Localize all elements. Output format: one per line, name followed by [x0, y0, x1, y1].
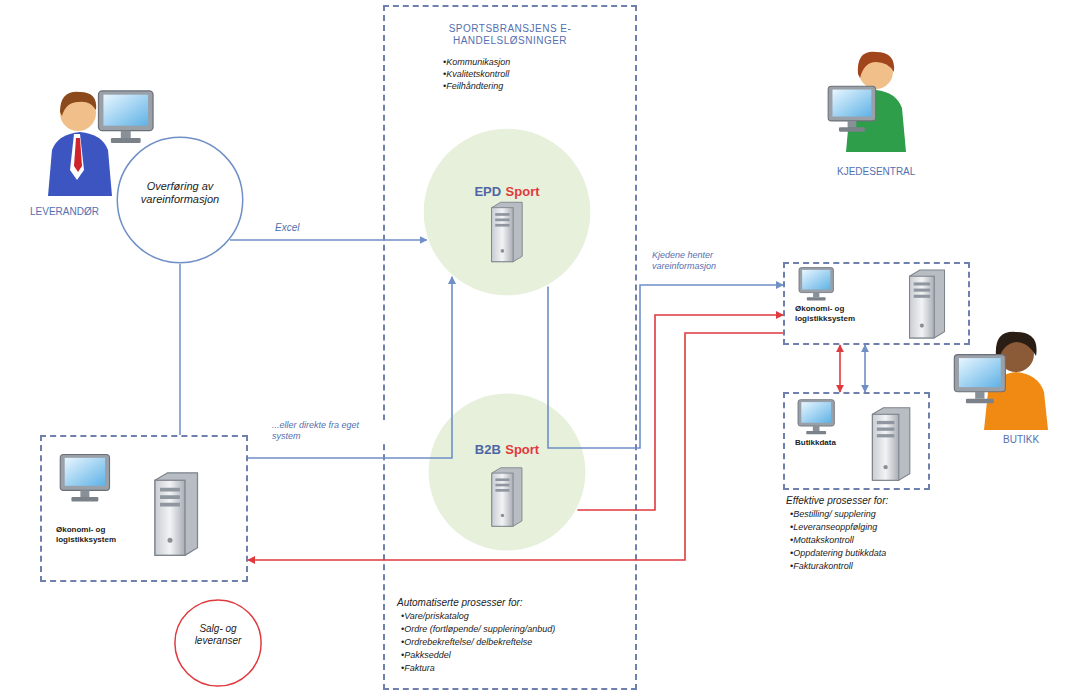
- node-text: •Pakkseddel: [401, 650, 629, 661]
- note-item: •Mottakskontroll: [790, 535, 990, 546]
- note-item: •Oppdatering butikkdata: [790, 548, 990, 559]
- node-text: •Faktura: [401, 663, 629, 674]
- note-item: •Leveranseoppfølging: [790, 522, 990, 533]
- server-icon: [492, 202, 523, 261]
- system-name: Sport: [506, 184, 540, 199]
- system-name: EPD: [474, 184, 501, 199]
- server-icon: [492, 468, 522, 526]
- flow-arrow: [864, 345, 866, 392]
- person-icon: [954, 332, 1048, 430]
- flow-arrow: [548, 285, 783, 448]
- node-text: Økonomi- og logistikksystem: [795, 304, 879, 323]
- connector-line: [179, 264, 181, 435]
- node-text: SPORTSBRANSJENS E-HANDELSLØSNINGER: [425, 23, 595, 47]
- node-text: Økonomi- og logistikksystem: [56, 525, 140, 544]
- node-text: Overføring av vareinformasjon: [130, 180, 230, 206]
- monitor-icon: [798, 400, 834, 435]
- flow-arrow: [248, 277, 452, 458]
- server-icon: [872, 408, 909, 481]
- system-name: B2B: [475, 442, 501, 457]
- note-heading: Effektive prosesser for:: [786, 495, 986, 507]
- monitor-icon: [60, 454, 109, 501]
- note-item: •Bestilling/ supplering: [790, 509, 990, 520]
- monitor-icon: [799, 268, 833, 301]
- note-item: •Fakturakontroll: [790, 561, 990, 572]
- node-text: •Feilhåndtering: [443, 81, 623, 92]
- node-text: Salg- og leveranser: [182, 623, 254, 647]
- edge-label: Kjedene henter vareinformasjon: [652, 250, 772, 272]
- node-text: KJEDESENTRAL: [837, 166, 967, 178]
- process-circle: Salg- og leveranser: [174, 599, 262, 687]
- person-icon: [48, 91, 153, 196]
- node-text: •Ordrebekreftelse/ delbekreftelse: [401, 637, 629, 648]
- actor-label: LEVERANDØR: [30, 206, 140, 218]
- node-text: •Vare/priskatalog: [401, 611, 629, 622]
- flow-arrow: [577, 315, 783, 510]
- person-icon: [828, 52, 906, 152]
- edge-label: Excel: [275, 222, 355, 234]
- actor-label: BUTIKK: [1003, 434, 1067, 446]
- flow-arrow: [839, 345, 841, 392]
- node-text: •Kommunikasjon: [443, 57, 623, 68]
- node-text: •Kvalitetskontroll: [443, 69, 623, 80]
- flow-arrow: [248, 333, 783, 560]
- flow-arrow: [230, 239, 427, 241]
- process-circle: Overføring av vareinformasjon: [116, 136, 244, 264]
- system-name: Sport: [505, 442, 539, 457]
- server-icon: [910, 270, 945, 338]
- node-text: Automatiserte prosesser for:: [397, 597, 627, 609]
- node-text: Butikkdata: [795, 438, 867, 448]
- title-line: EPD Sport: [422, 182, 592, 200]
- node-text: •Ordre (fortløpende/ supplering/anbud): [401, 624, 629, 635]
- server-icon: [155, 473, 198, 556]
- title-line: B2B Sport: [427, 440, 587, 458]
- edge-label: ...eller direkte fra eget system: [272, 420, 390, 442]
- solution-panel: SPORTSBRANSJENS E-HANDELSLØSNINGER •Kommu…: [383, 5, 637, 690]
